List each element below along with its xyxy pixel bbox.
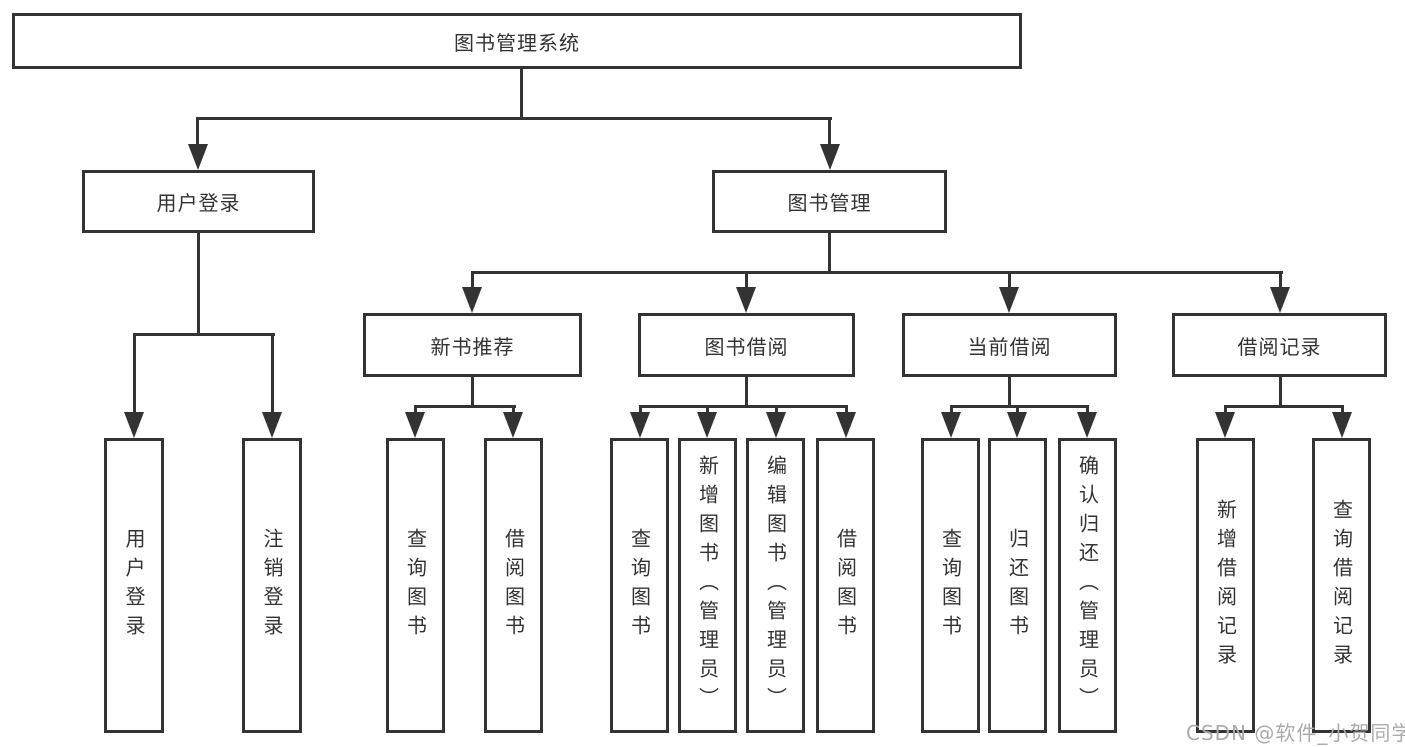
node-current-borrow-label: 当前借阅 [967, 334, 1052, 359]
arrow-down-icon [262, 412, 282, 438]
node-book-borrow-label: 图书借阅 [704, 334, 789, 359]
connector-l3-down [745, 377, 748, 407]
node-current-borrow: 当前借阅 [902, 313, 1117, 377]
leaf-query-books-recommend-label: 查询图书 [403, 527, 428, 644]
connector-leaf-stem [1016, 405, 1019, 415]
connector-leaf-stem [845, 405, 848, 415]
node-book-management: 图书管理 [712, 170, 947, 233]
connector-l3-stem [745, 271, 748, 292]
connector-leaf-stem [775, 405, 778, 415]
leaf-borrow-books-recommend: 借阅图书 [484, 438, 543, 733]
connector-user-login-down [197, 233, 200, 335]
leaf-borrow-books-recommend-label: 借阅图书 [501, 527, 526, 644]
connector-leaf-stem [1086, 405, 1089, 415]
watermark-text: CSDN @软件_小贺同学 [1186, 721, 1405, 745]
arrow-down-icon [1077, 412, 1097, 438]
connector-root-stem [520, 69, 523, 118]
arrow-down-icon [630, 412, 650, 438]
leaf-query-books-borrow-label: 查询图书 [627, 527, 652, 644]
connector-leaf-stem [271, 333, 274, 415]
node-borrow-records-label: 借阅记录 [1237, 334, 1322, 359]
arrow-down-icon [941, 412, 961, 438]
leaf-confirm-return-admin: 确认归还（管理员） [1058, 438, 1117, 733]
connector-leaf-stem [133, 333, 136, 415]
leaf-logout-login: 注销登录 [242, 438, 302, 733]
connector-l3-branch [414, 405, 516, 408]
connector-l3-stem [471, 271, 474, 292]
connector-leaf-stem [1341, 405, 1344, 415]
connector-l3-down [1008, 377, 1011, 407]
connector-book-mgmt-stem [828, 117, 831, 147]
arrow-down-icon [1007, 412, 1027, 438]
leaf-query-borrow-record-label: 查询借阅记录 [1329, 498, 1354, 673]
leaf-add-book-admin: 新增图书（管理员） [678, 438, 737, 733]
arrow-down-icon [1332, 412, 1352, 438]
arrow-down-icon [405, 412, 425, 438]
connector-l3-branch [639, 405, 848, 408]
connector-l3-down [1279, 377, 1282, 407]
connector-leaf-stem [512, 405, 515, 415]
connector-l3-branch [950, 405, 1089, 408]
leaf-edit-book-admin-label: 编辑图书（管理员） [763, 455, 788, 716]
leaf-query-borrow-record: 查询借阅记录 [1312, 438, 1371, 733]
leaf-add-borrow-record-label: 新增借阅记录 [1213, 498, 1238, 673]
leaf-return-book: 归还图书 [988, 438, 1047, 733]
arrow-down-icon [820, 144, 840, 170]
node-book-borrow: 图书借阅 [638, 313, 855, 377]
connector-l3-stem [1279, 271, 1282, 292]
leaf-confirm-return-admin-label: 确认归还（管理员） [1075, 455, 1100, 716]
arrow-down-icon [836, 412, 856, 438]
leaf-add-borrow-record: 新增借阅记录 [1196, 438, 1255, 733]
leaf-add-book-admin-label: 新增图书（管理员） [695, 455, 720, 716]
node-user-login-label: 用户登录 [156, 191, 241, 215]
leaf-query-books-current: 查询图书 [921, 438, 980, 733]
connector-book-mgmt-down [828, 233, 831, 274]
arrow-down-icon [124, 412, 144, 438]
leaf-borrow-books-label: 借阅图书 [833, 527, 858, 644]
leaf-query-books-borrow: 查询图书 [610, 438, 669, 733]
connector-user-login-stem [196, 117, 199, 147]
arrow-down-icon [999, 287, 1019, 313]
leaf-query-books-current-label: 查询图书 [938, 527, 963, 644]
connector-leaf-stem [1224, 405, 1227, 415]
leaf-borrow-books: 借阅图书 [816, 438, 875, 733]
leaf-user-login: 用户登录 [104, 438, 164, 733]
connector-l3-stem [1008, 271, 1011, 292]
arrow-down-icon [1270, 287, 1290, 313]
leaf-logout-login-label: 注销登录 [260, 527, 284, 644]
arrow-down-icon [503, 412, 523, 438]
leaf-user-login-label: 用户登录 [122, 527, 146, 644]
node-book-management-label: 图书管理 [787, 191, 872, 215]
arrow-down-icon [766, 412, 786, 438]
connector-user-login-branch [133, 333, 275, 336]
connector-l3-down [471, 377, 474, 407]
node-library-system-label: 图书管理系统 [454, 30, 580, 55]
arrow-down-icon [736, 287, 756, 313]
node-user-login: 用户登录 [82, 170, 315, 233]
connector-leaf-stem [706, 405, 709, 415]
arrow-down-icon [697, 412, 717, 438]
connector-leaf-stem [950, 405, 953, 415]
leaf-return-book-label: 归还图书 [1005, 527, 1030, 644]
leaf-edit-book-admin: 编辑图书（管理员） [746, 438, 805, 733]
leaf-query-books-recommend: 查询图书 [386, 438, 445, 733]
node-new-book-recommend-label: 新书推荐 [430, 334, 515, 359]
arrow-down-icon [462, 287, 482, 313]
connector-leaf-stem [639, 405, 642, 415]
connector-book-mgmt-branch [471, 271, 1283, 274]
node-new-book-recommend: 新书推荐 [363, 313, 582, 377]
connector-root-branch [196, 117, 832, 120]
node-library-system: 图书管理系统 [12, 13, 1022, 69]
node-borrow-records: 借阅记录 [1172, 313, 1387, 377]
connector-leaf-stem [414, 405, 417, 415]
connector-l3-branch [1224, 405, 1343, 408]
arrow-down-icon [188, 144, 208, 170]
arrow-down-icon [1215, 412, 1235, 438]
